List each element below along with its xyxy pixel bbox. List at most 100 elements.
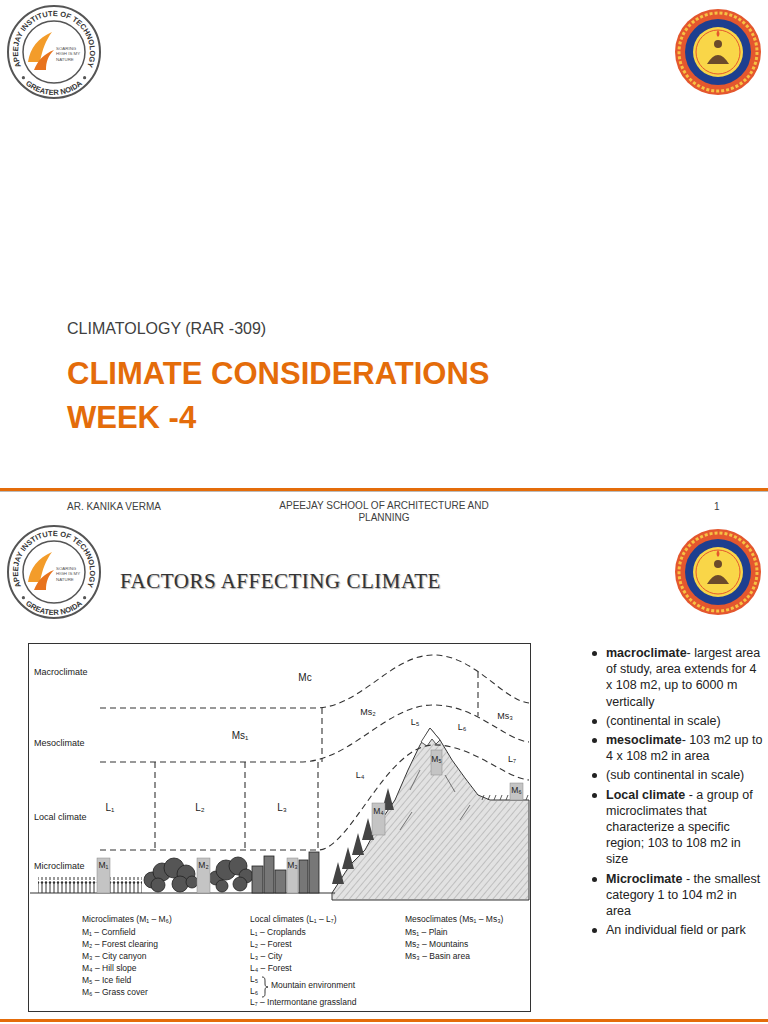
key-entry: Ms₁ – Plain xyxy=(405,928,448,938)
university-logo xyxy=(696,30,740,74)
zone-label: M₆ xyxy=(511,786,522,796)
bullet-term: mesoclimate xyxy=(606,733,682,747)
university-logo xyxy=(717,550,720,557)
key-entry: L₁ – Croplands xyxy=(250,928,306,938)
forest-trees xyxy=(151,878,165,892)
bullet-item: Local climate- a group of microclimates … xyxy=(588,787,764,868)
bullet-term: macroclimate xyxy=(606,646,687,660)
institute-logo xyxy=(23,21,85,83)
mountain xyxy=(332,728,529,900)
mountain xyxy=(421,728,440,746)
bullet-item: (continental in scale) xyxy=(588,713,764,729)
institute-logo xyxy=(8,526,100,618)
climate-scale-boundary xyxy=(100,655,529,708)
institute-logo: APEEJAY INSTITUTE OF TECHNOLOGYGREATER N… xyxy=(8,526,100,618)
zone-label: Mc xyxy=(296,672,313,684)
key-entry: Ms₃ – Basin area xyxy=(405,952,470,962)
logo-ring-text: GREATER NOIDA xyxy=(24,78,84,97)
university-logo xyxy=(707,575,729,584)
slide-number: 1 xyxy=(714,501,720,513)
zone-label: Ms₃ xyxy=(495,711,515,721)
zone-label: L₂ xyxy=(193,802,206,814)
bullet-item: An individual field or park xyxy=(588,922,764,938)
university-logo xyxy=(679,533,757,611)
zone-label: Ms₁ xyxy=(230,730,251,742)
bullet-text: An individual field or park xyxy=(606,923,746,937)
city-buildings xyxy=(309,852,319,893)
logo-ring-text: GREATER NOIDA xyxy=(24,78,84,97)
key-entry: M₃ – City canyon xyxy=(82,952,146,962)
microclimate-column xyxy=(97,858,110,893)
bullet-list: macroclimate- largest area of study, are… xyxy=(588,645,764,941)
bullet-text: (continental in scale) xyxy=(606,714,721,728)
university-logo xyxy=(675,9,761,95)
university-logo xyxy=(685,19,751,85)
key-entry: Mountain environment xyxy=(271,981,355,991)
university-logo xyxy=(714,560,722,568)
climate-scale-boundary xyxy=(154,762,155,850)
climate-scale-boundary xyxy=(100,655,529,850)
mountain xyxy=(400,770,470,830)
zone-label: Ms₂ xyxy=(358,707,378,717)
university-logo xyxy=(696,550,740,594)
zone-label: M₁ xyxy=(99,861,109,871)
forest-trees xyxy=(144,857,253,892)
legend-brace xyxy=(262,977,268,997)
zone-label: M₂ xyxy=(198,861,208,871)
logo-motto: SOARING HIGH IS MY NATURE xyxy=(56,566,84,582)
key-entry: M₂ – Forest clearing xyxy=(82,940,158,950)
mountain xyxy=(332,728,529,900)
key-heading: Microclimates (M₁ – M₆) xyxy=(82,915,172,925)
slide-heading: FACTORS AFFECTING CLIMATE xyxy=(120,569,441,593)
key-heading: Local climates (L₁ – L₇) xyxy=(250,915,337,925)
institute-logo xyxy=(34,570,54,590)
key-heading: Mesoclimates (Ms₁ – Ms₃) xyxy=(405,915,503,925)
footer-rule xyxy=(0,1019,768,1022)
university-logo xyxy=(675,529,761,615)
zone-label: L₅ xyxy=(409,717,422,727)
bullet-dot xyxy=(592,738,597,743)
university-logo xyxy=(693,547,743,597)
zone-label: L₁ xyxy=(104,802,117,814)
climate-scale-boundary xyxy=(477,672,478,716)
climate-scale-boundary xyxy=(100,745,529,850)
bullet-item: macroclimate- largest area of study, are… xyxy=(588,645,764,710)
institute-logo xyxy=(34,50,54,70)
forest-trees xyxy=(233,877,247,891)
climate-scale-boundary xyxy=(321,708,322,762)
scale-name: Mesoclimate xyxy=(34,738,85,748)
climate-scale-boundary xyxy=(100,705,529,762)
logo-ring-text: GREATER NOIDA xyxy=(24,598,84,617)
bullet-dot xyxy=(592,928,597,933)
slope-trees xyxy=(342,847,354,869)
institute-logo xyxy=(83,596,86,599)
forest-trees xyxy=(172,876,188,892)
zone-label: M₃ xyxy=(287,861,298,871)
logo-motto: SOARING HIGH IS MY NATURE xyxy=(56,46,84,62)
institute-logo xyxy=(23,541,85,603)
bullet-dot xyxy=(592,773,597,778)
footer-rule xyxy=(0,491,768,492)
bullet-term: Local climate xyxy=(606,788,685,802)
scale-name: Local climate xyxy=(34,812,87,822)
key-entry: M₅ – Ice field xyxy=(82,976,131,986)
key-entry: M₆ – Grass cover xyxy=(82,988,148,998)
institute-logo xyxy=(83,76,86,79)
institute-logo xyxy=(8,6,100,98)
slide-title: CLIMATE CONSIDERATIONS WEEK -4 xyxy=(67,352,567,440)
slope-trees xyxy=(352,833,364,855)
zone-label: M₄ xyxy=(373,807,384,817)
university-logo xyxy=(693,27,743,77)
microclimate-column xyxy=(510,783,523,800)
diagram-frame xyxy=(29,644,531,1012)
bullet-dot xyxy=(592,793,597,798)
institute-logo xyxy=(22,596,25,599)
key-entry: L₃ – City xyxy=(250,952,282,962)
forest-trees xyxy=(186,876,198,888)
city-buildings xyxy=(252,852,319,893)
footer-rule xyxy=(0,488,768,491)
bullet-item: Microclimate- the smallest category 1 to… xyxy=(588,871,764,920)
logo-ring-text: GREATER NOIDA xyxy=(24,598,84,617)
city-buildings xyxy=(275,870,286,893)
microclimate-column xyxy=(197,858,210,893)
